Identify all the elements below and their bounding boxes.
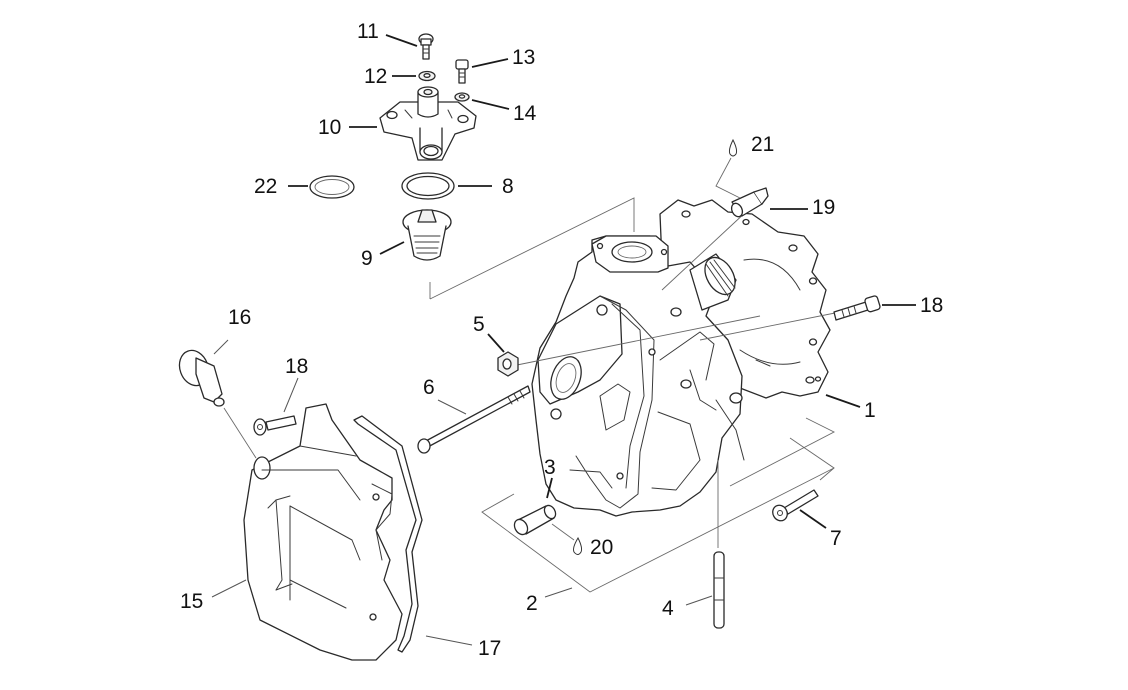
part-22-seal-ring [309,175,355,199]
part-3-dowel [513,504,557,536]
part-6-stud [417,385,531,454]
callout-10: 10 [318,116,341,139]
callout-14: 14 [513,102,537,125]
part-1-cylinder-head [531,199,831,517]
callout-4: 4 [662,597,674,620]
callout-19: 19 [812,196,835,219]
assembly-outline-head-inner [729,417,835,487]
part-18-screw-left [253,415,297,436]
callout-15: 15 [180,590,203,613]
callout-18-left: 18 [285,355,308,378]
part-17-gasket [353,415,423,653]
axis-line-5 [511,315,761,367]
leader-lines [211,34,916,646]
part-20-sealant-drop [573,536,583,555]
callout-17: 17 [478,637,501,660]
axis-line-16 [223,407,257,459]
axis-line-19 [661,209,749,291]
part-12-washer [418,70,436,82]
callout-1: 1 [864,399,876,422]
part-16-plug [178,349,225,407]
leader-16 [213,339,229,355]
callout-22: 22 [254,175,277,198]
callout-16: 16 [228,306,251,329]
part-19-temp-sensor [730,187,769,218]
part-10-thermostat-housing [379,86,477,161]
callout-18-right: 18 [920,294,943,317]
part-21-sealant-drop [728,138,738,157]
callout-9: 9 [361,247,373,270]
assembly-outline-head [481,437,835,593]
part-9-thermostat [402,209,452,261]
callout-11: 11 [357,20,379,43]
callout-3: 3 [544,456,556,479]
part-5-nut [497,351,519,377]
axis-line-18 [699,311,841,341]
part-8-o-ring [401,172,455,200]
part-15-valve-cover [243,403,403,661]
leader-20 [551,523,575,541]
callout-12: 12 [364,65,387,88]
callout-6: 6 [423,376,435,399]
part-13-screw [455,59,469,84]
leader-21 [715,157,741,199]
callout-20: 20 [590,536,613,559]
callout-21: 21 [751,133,774,156]
leader-18-left [283,377,299,413]
part-7-screw [772,489,819,522]
part-11-screw [418,33,434,60]
callout-13: 13 [512,46,535,69]
callout-8: 8 [502,175,514,198]
callout-5: 5 [473,313,485,336]
callout-2: 2 [526,592,538,615]
part-18-screw-right [833,295,881,321]
assembly-outline-thermostat [429,197,635,300]
part-4-stud [713,551,725,629]
part-14-washer [454,92,470,102]
callout-7: 7 [830,527,842,550]
